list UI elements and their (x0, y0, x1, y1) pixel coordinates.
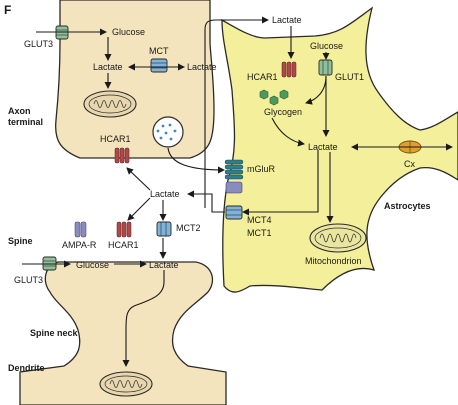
label-ampa-r: AMPA-R (62, 240, 97, 250)
label-hcar1-spine: HCAR1 (108, 240, 139, 250)
label-cx: Cx (404, 159, 415, 169)
label-glucose-astro: Glucose (310, 41, 343, 51)
panel-letter: F (4, 3, 11, 17)
glycogen-granule-icon (259, 89, 289, 106)
label-glut3-top: GLUT3 (24, 39, 53, 49)
label-lactate-spine: Lactate (149, 260, 179, 270)
hcar1-receptor-icon-astrocyte (281, 61, 297, 78)
label-lactate-axon: Lactate (93, 62, 123, 72)
mitochondrion-icon-dendrite (99, 371, 153, 397)
label-lactate-mct-out: Lactate (187, 62, 217, 72)
label-hcar1-astro: HCAR1 (247, 72, 278, 82)
label-mct1: MCT1 (247, 228, 272, 238)
label-glucose-axon: Glucose (112, 27, 145, 37)
mitochondrion-icon-axon (83, 90, 137, 118)
label-lactate-mid: Lactate (150, 189, 180, 199)
label-glucose-spine: Glucose (76, 260, 109, 270)
glut1-transporter-icon (318, 59, 333, 76)
label-lactate-astro: Lactate (308, 142, 338, 152)
label-astrocytes: Astrocytes (384, 201, 431, 211)
spine-dendrite-shape (19, 261, 227, 405)
ampa-receptor-icon (74, 221, 87, 238)
mct4-mct1-transporter-icon (225, 205, 243, 220)
hcar1-receptor-icon-spine (116, 221, 132, 238)
mitochondrion-icon-astrocyte (309, 223, 367, 253)
mglur-receptor-icon (224, 159, 244, 194)
label-spine: Spine (8, 236, 33, 246)
label-mct4: MCT4 (247, 215, 272, 225)
mct2-transporter-icon (156, 221, 172, 237)
label-mct: MCT (149, 46, 169, 56)
label-glut1: GLUT1 (335, 72, 364, 82)
astrocyte-shape (221, 6, 458, 293)
label-mitochondrion: Mitochondrion (305, 256, 362, 266)
label-mct2: MCT2 (176, 223, 201, 233)
mct-transporter-icon-axon (150, 58, 168, 73)
hcar1-receptor-icon-axon (114, 147, 130, 164)
flow-arrows (22, 16, 453, 367)
label-dendrite: Dendrite (8, 363, 45, 373)
label-hcar1-axon: HCAR1 (100, 134, 131, 144)
label-mglur: mGluR (247, 164, 276, 174)
label-axon-terminal-1: Axon (8, 106, 31, 116)
label-lactate-top: Lactate (272, 15, 302, 25)
label-axon-terminal-2: terminal (8, 117, 43, 127)
label-spine-neck: Spine neck (30, 328, 79, 338)
axon-terminal-shape (54, 0, 215, 159)
label-glut3-bottom: GLUT3 (14, 275, 43, 285)
label-glycogen: Glycogen (264, 107, 302, 117)
synaptic-vesicle-icon (152, 116, 184, 148)
